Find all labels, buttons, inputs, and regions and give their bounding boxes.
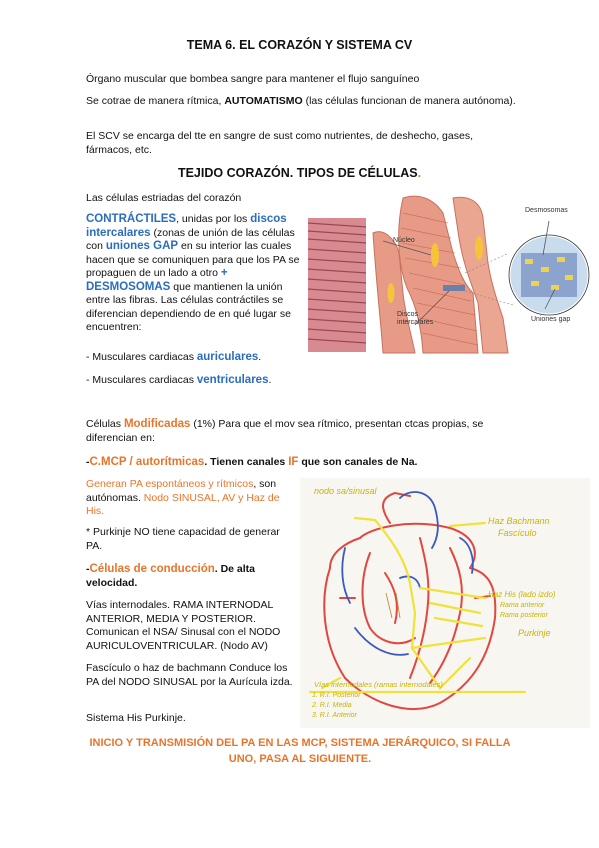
label-rama-posterior: Rama posterior [500, 612, 548, 619]
automatismo-term: AUTOMATISMO [224, 95, 303, 107]
label-purkinje: Purkinje [518, 628, 551, 638]
text-run: (zonas de unión de las células con [86, 226, 295, 253]
label-haz-his: Haz His (lado izdo) [488, 590, 556, 599]
label-vias-internodales: Vías internodales (ramas internodales) [314, 680, 443, 689]
label-haz-bachmann: Haz Bachmann [488, 516, 550, 526]
list-item-auriculares: - Musculares cardiacas auriculares. [86, 351, 306, 365]
auriculares-term: auriculares [196, 351, 259, 363]
bachmann-paragraph: Fascículo o haz de bachmann Conduce los … [86, 662, 293, 688]
contractiles-term: CONTRÁCTILES [86, 213, 177, 225]
text-run: , son autónomas. [86, 478, 277, 504]
label-ri-anterior: 3. R.I. Anterior [312, 712, 357, 719]
gap-term: uniones GAP [105, 240, 179, 252]
nucleus-marker [475, 236, 483, 260]
purkinje-note: * Purkinje NO tiene capacidad de generar… [86, 526, 280, 552]
text-run: Generan PA espontáneos y rítmicos [86, 478, 254, 490]
text-run: (1%) Para que el mov sea rítmico, presen… [86, 418, 484, 444]
final-statement: INICIO Y TRANSMISIÓN DEL PA EN LAS MCP, … [89, 737, 511, 765]
section-heading-tissue: TEJIDO CORAZÓN. TIPOS DE CÉLULAS. [0, 166, 599, 180]
text-run: - Musculares cardiacas [86, 374, 197, 386]
his-purkinje-paragraph: Sistema His Purkinje. [86, 712, 186, 724]
intro-paragraph-2: Se cotrae de manera rítmica, AUTOMATISMO… [86, 95, 516, 109]
intercalated-disc-marker [443, 285, 465, 291]
if-term: IF [288, 456, 299, 468]
conduction-heading: -Células de conducción. De alta velocida… [86, 563, 294, 590]
label-rama-anterior: Rama anterior [500, 602, 545, 609]
label-discos: Discos intercalares [397, 311, 434, 326]
contractile-paragraph: CONTRÁCTILES, unidas por los discos inte… [86, 213, 300, 335]
internodal-paragraph: Vías internodales. RAMA INTERNODAL ANTER… [86, 599, 281, 652]
text-run: que mantienen la unión entre las fibras.… [86, 280, 291, 334]
heart-conduction-figure: nodo sa/sinusal Haz Bachmann Fascículo H… [300, 478, 590, 728]
text-run: que son canales de Na. [298, 456, 418, 468]
nucleus-marker [387, 283, 395, 303]
desmosomas-term: + DESMOSOMAS [86, 267, 228, 293]
text-run: - Musculares cardiacas [86, 351, 197, 363]
intro-paragraph-1: Órgano muscular que bombea sangre para m… [86, 73, 420, 85]
intro-paragraph-3: El SCV se encarga del tte en sangre de s… [86, 130, 473, 156]
text-run: . De alta velocidad. [86, 563, 256, 589]
text-run: , unidas por los [176, 213, 251, 225]
text-run: Se cotrae de manera rítmica, [86, 95, 225, 107]
label-nucleo: Núcleo [393, 237, 415, 244]
conduccion-term: Células de conducción [89, 563, 215, 575]
label-desmosomas: Desmosomas [525, 207, 568, 214]
heading-dot: . [417, 166, 422, 180]
section1-lead: Las células estriadas del corazón [86, 192, 242, 204]
heading-text: TEJIDO CORAZÓN. TIPOS DE CÉLULAS [177, 166, 418, 180]
label-uniones-gap: Uniones gap [531, 316, 571, 323]
text-run: en su interior las cuales hacen que se c… [86, 240, 300, 279]
text-run: - [86, 563, 90, 575]
cardiac-cells-illustration [306, 195, 591, 354]
text-run: Células [86, 418, 124, 430]
text-run: . [268, 374, 272, 386]
nodes-term: Nodo SINUSAL, AV y Haz de His. [86, 491, 280, 518]
heart-drawing [308, 491, 527, 710]
modified-cells-paragraph: Células Modificadas (1%) Para que el mov… [86, 418, 516, 445]
mcp-term: C.MCP / autorítmicas [89, 456, 205, 468]
label-ri-posterior: 1. R.I. Posterior [312, 692, 361, 699]
list-item-ventriculares: - Musculares cardiacas ventriculares. [86, 374, 306, 388]
mcp-heading: -C.MCP / autorítmicas. Tienen canales IF… [86, 456, 516, 470]
modificadas-term: Modificadas [123, 418, 191, 430]
page-title: TEMA 6. EL CORAZÓN Y SISTEMA CV [186, 38, 413, 52]
text-run: - [86, 456, 90, 468]
cardiac-cells-figure: Núcleo Discos intercalares Desmosomas Un… [303, 193, 591, 359]
label-ri-media: 2. R.I. Media [312, 702, 352, 709]
text-run: . [258, 351, 262, 363]
label-fasciculo: Fascículo [498, 528, 537, 538]
discos-term: discos intercalares [86, 213, 287, 239]
text-run: (las células funcionan de manera autónom… [302, 95, 516, 107]
nucleus-marker [431, 243, 439, 267]
label-nodo-sa: nodo sa/sinusal [314, 486, 377, 496]
ventriculares-term: ventriculares [196, 374, 269, 386]
mcp-description: Generan PA espontáneos y rítmicos, son a… [86, 478, 294, 519]
text-run: . Tienen canales [204, 456, 289, 468]
